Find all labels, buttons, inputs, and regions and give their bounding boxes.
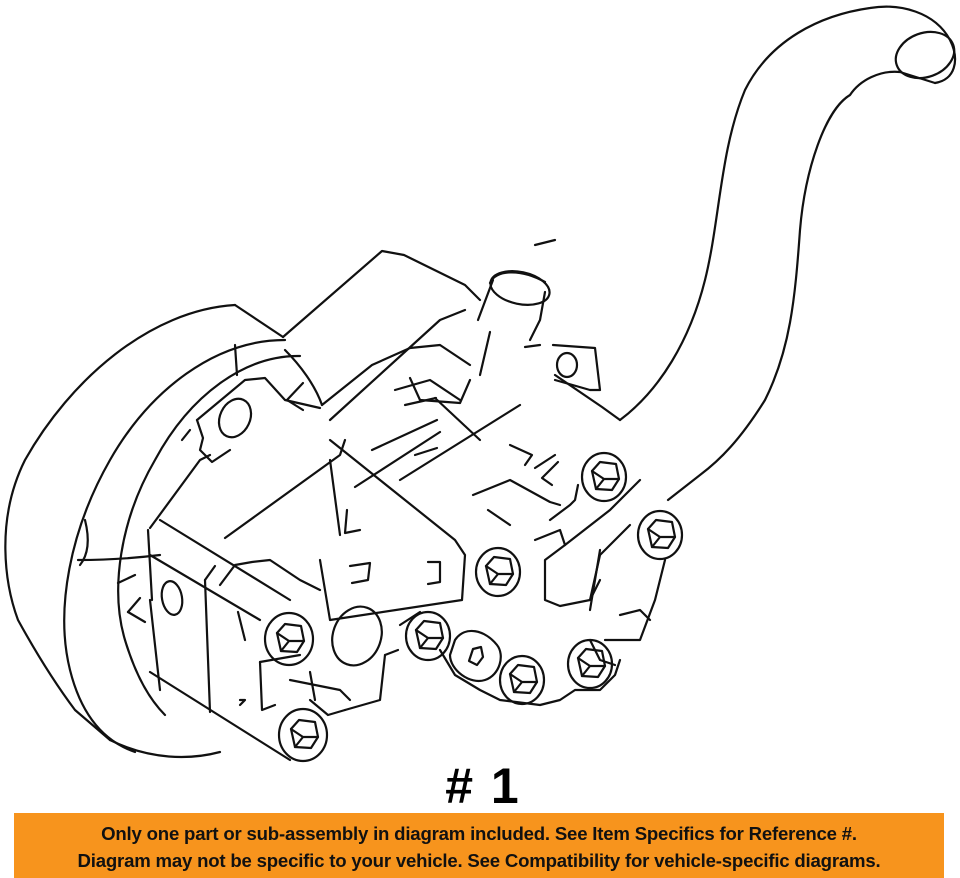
pulley <box>4 303 324 759</box>
bolt-2 <box>277 707 329 763</box>
pump-housing <box>146 249 482 692</box>
bolt-4 <box>474 546 522 598</box>
pump-flange <box>413 443 667 667</box>
disclaimer-line-2: Diagram may not be specific to your vehi… <box>77 850 881 871</box>
return-hose <box>618 5 957 502</box>
mounting-bolts <box>263 451 684 763</box>
disclaimer-line-1: Only one part or sub-assembly in diagram… <box>101 823 857 844</box>
bolt-5 <box>580 451 628 503</box>
bolt-3 <box>404 610 452 662</box>
disclaimer-banner: Only one part or sub-assembly in diagram… <box>14 813 944 878</box>
power-steering-pump-diagram <box>4 5 957 763</box>
bolt-1 <box>263 611 315 667</box>
reference-number-label: # 1 <box>445 758 521 814</box>
bolt-6 <box>636 509 684 561</box>
pump-body <box>148 438 467 762</box>
reservoir-inlet <box>353 238 622 489</box>
port-plug <box>448 629 502 683</box>
flange-lower-outline <box>438 648 622 707</box>
bolt-7 <box>498 654 546 706</box>
bolt-8 <box>566 638 614 690</box>
